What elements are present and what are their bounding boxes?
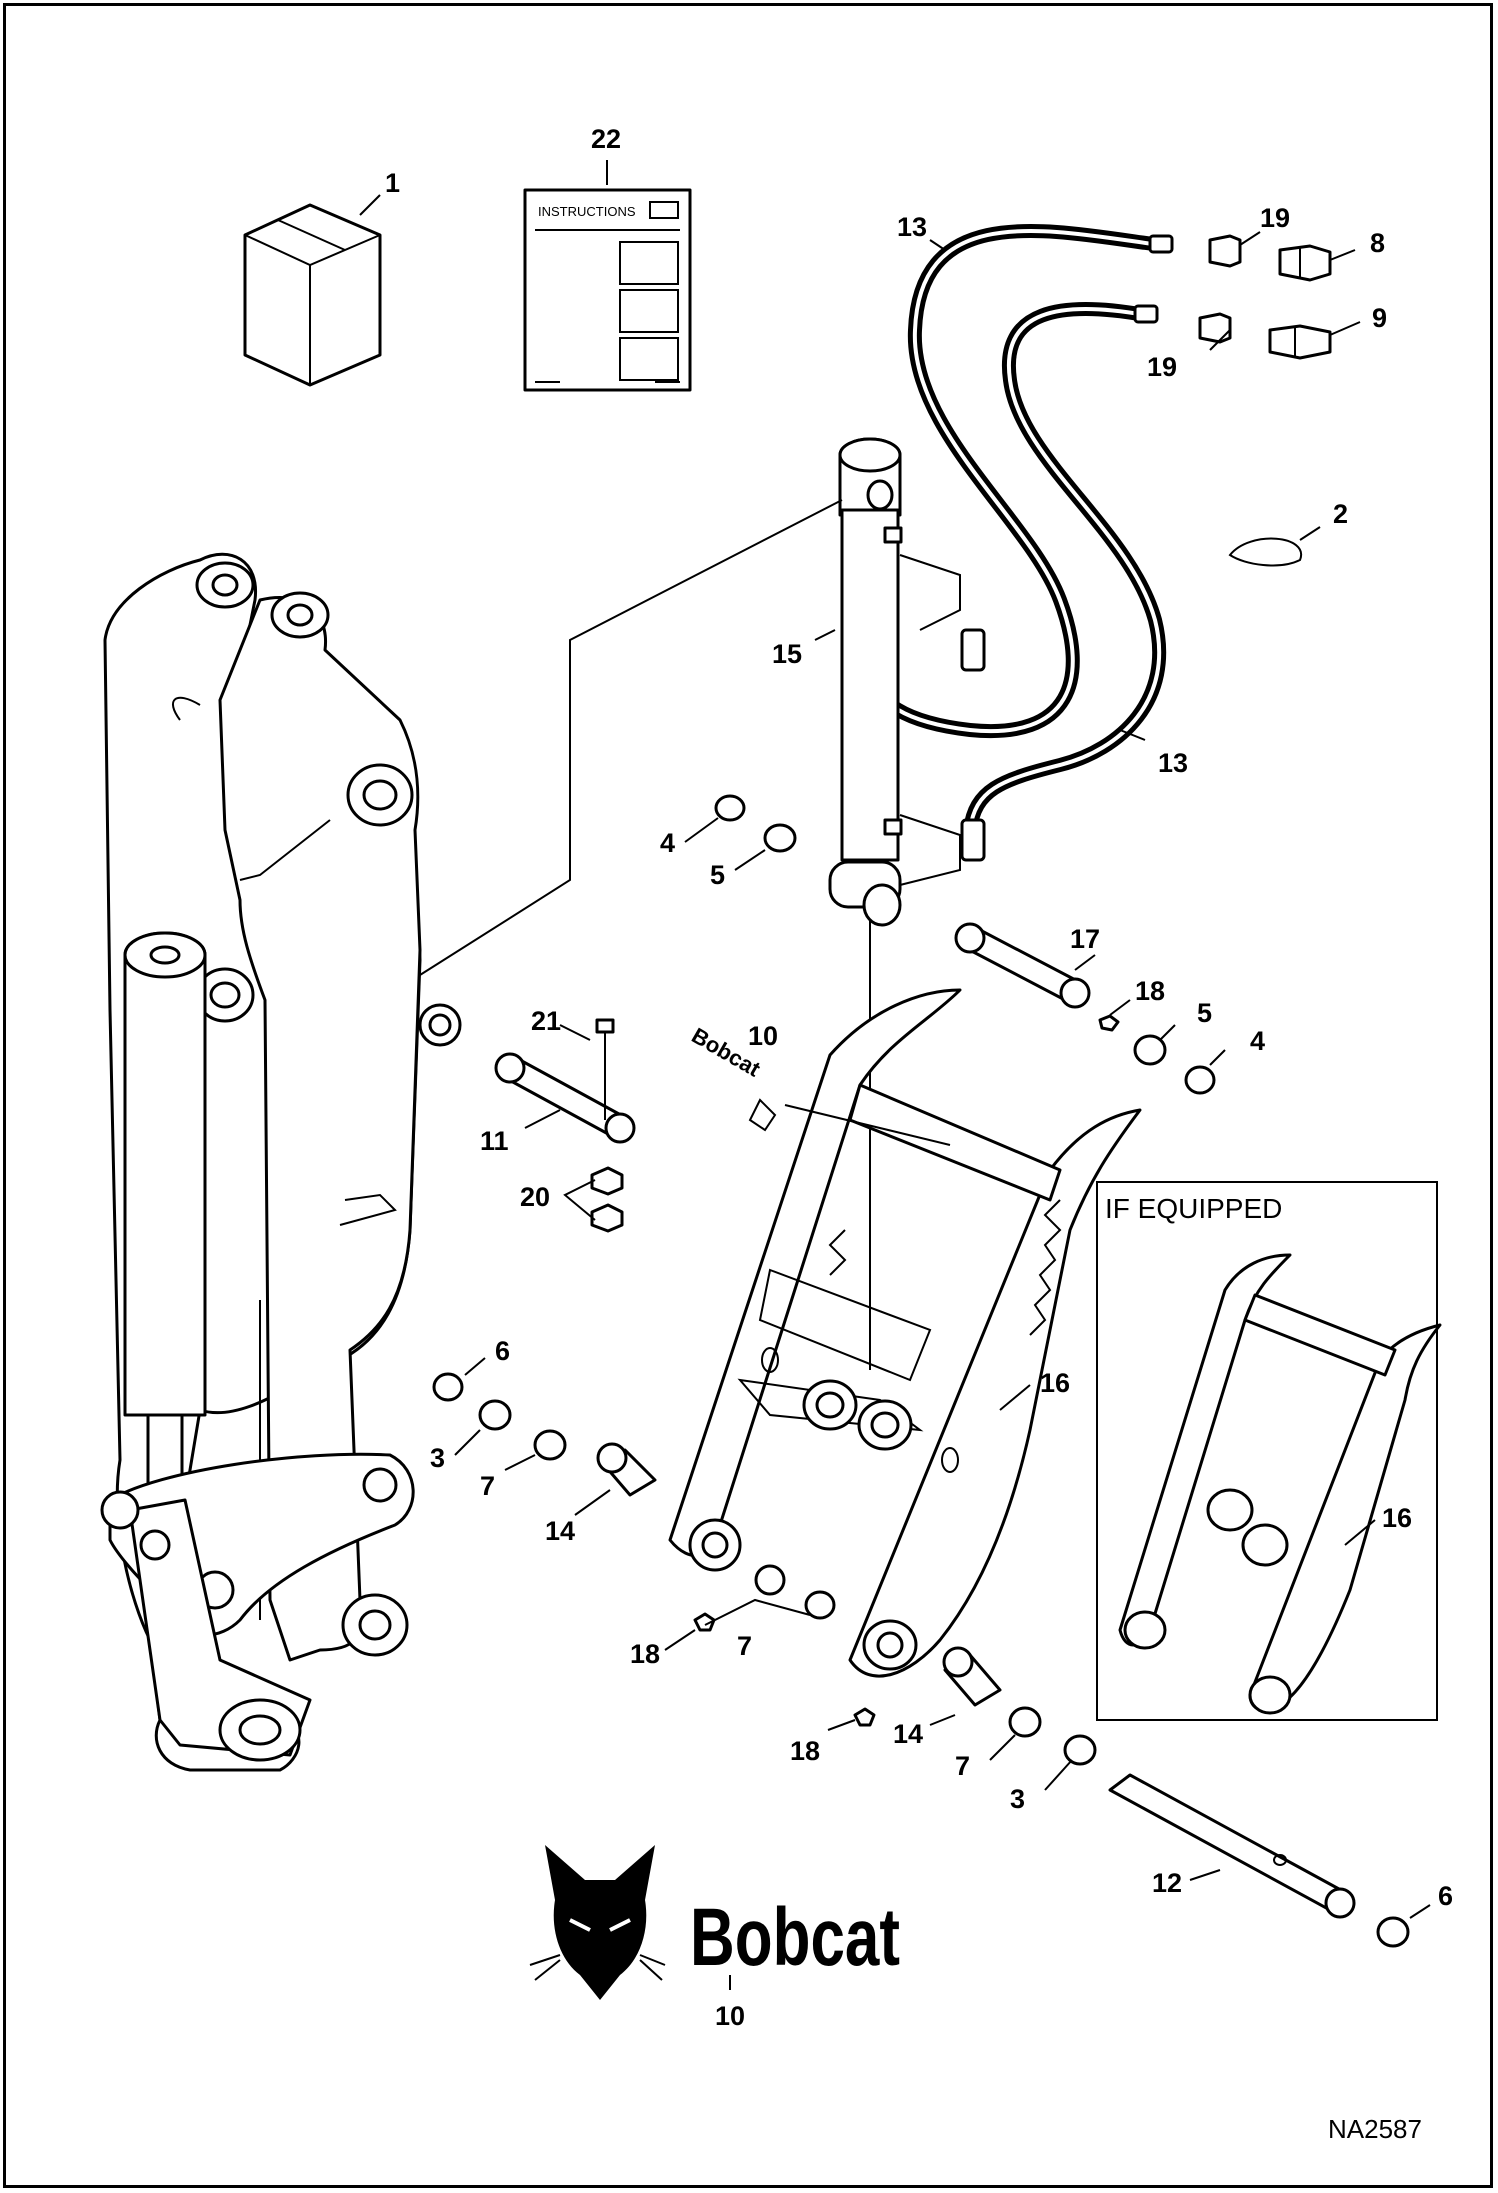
- callout-10-decal: 10: [748, 1021, 778, 1051]
- callout-3-left: 3: [430, 1443, 445, 1473]
- callout-18-left: 18: [630, 1639, 660, 1669]
- callout-6-left: 6: [495, 1336, 510, 1366]
- callout-7-right: 7: [955, 1751, 970, 1781]
- callout-16-main: 16: [1040, 1368, 1070, 1398]
- callout-17: 17: [1070, 924, 1100, 954]
- callout-18-bottom: 18: [790, 1736, 820, 1766]
- diagram-code: NA2587: [1328, 2114, 1422, 2144]
- excavator-arm: [100, 552, 462, 1772]
- hydraulic-thumb: [668, 988, 1142, 1678]
- rings-cylinder: [714, 794, 1216, 1095]
- callout-16-equipped: 16: [1382, 1503, 1412, 1533]
- callout-13-top: 13: [897, 212, 927, 242]
- callout-2: 2: [1333, 499, 1348, 529]
- callout-19-top: 19: [1260, 203, 1290, 233]
- hydraulic-hoses: [863, 224, 1174, 862]
- callout-7-middle: 7: [737, 1631, 752, 1661]
- callout-5-left: 5: [710, 860, 725, 890]
- callout-14-right: 14: [893, 1719, 923, 1749]
- instructions-sheet: INSTRUCTIONS: [523, 188, 692, 392]
- callout-11: 11: [480, 1126, 509, 1156]
- hose-leader-bottom: [899, 814, 961, 886]
- hose-leader-top: [899, 554, 961, 631]
- callouts: 1 22 13 19 8 19 9 2 15 13 4 5 17 18 5 4 …: [385, 124, 1453, 2031]
- instructions-text: INSTRUCTIONS: [538, 204, 636, 219]
- callout-10-logo: 10: [715, 2001, 745, 2031]
- bobcat-logo: Bobcat: [529, 1845, 900, 2000]
- callout-6-right: 6: [1438, 1881, 1453, 1911]
- kit-box: [243, 203, 382, 387]
- callout-21: 21: [531, 1006, 561, 1036]
- pin-assembly: [494, 1018, 636, 1233]
- bottom-right-pin: [942, 1646, 1410, 1948]
- callout-14-left: 14: [545, 1516, 575, 1546]
- cylinder-leader: [419, 499, 843, 976]
- callout-1: 1: [385, 168, 400, 198]
- leader-lines: [359, 160, 1431, 1990]
- callout-20: 20: [520, 1182, 550, 1212]
- fittings: [1198, 234, 1332, 360]
- callout-7-left: 7: [480, 1471, 495, 1501]
- callout-15: 15: [772, 639, 802, 669]
- callout-18-top: 18: [1135, 976, 1165, 1006]
- callout-8: 8: [1370, 228, 1385, 258]
- callout-19-bottom: 19: [1147, 352, 1177, 382]
- bobcat-brand-text: Bobcat: [690, 1892, 900, 1983]
- callout-4-right: 4: [1250, 1026, 1265, 1056]
- callout-5-right: 5: [1197, 998, 1212, 1028]
- if-equipped-panel: IF EQUIPPED: [1096, 1181, 1442, 1721]
- callout-3-right: 3: [1010, 1784, 1025, 1814]
- callout-9: 9: [1372, 303, 1387, 333]
- callout-22: 22: [591, 124, 621, 154]
- callout-4-left: 4: [660, 828, 675, 858]
- callout-13-bottom: 13: [1158, 748, 1188, 778]
- if-equipped-title: IF EQUIPPED: [1105, 1193, 1282, 1224]
- cable-tie: [1228, 537, 1303, 567]
- callout-12: 12: [1152, 1868, 1182, 1898]
- diagram-frame: [3, 3, 1493, 2188]
- bottom-left-rings: [432, 1372, 876, 1727]
- thumb-cylinder: [828, 437, 903, 1370]
- pin-17: [954, 922, 1120, 1032]
